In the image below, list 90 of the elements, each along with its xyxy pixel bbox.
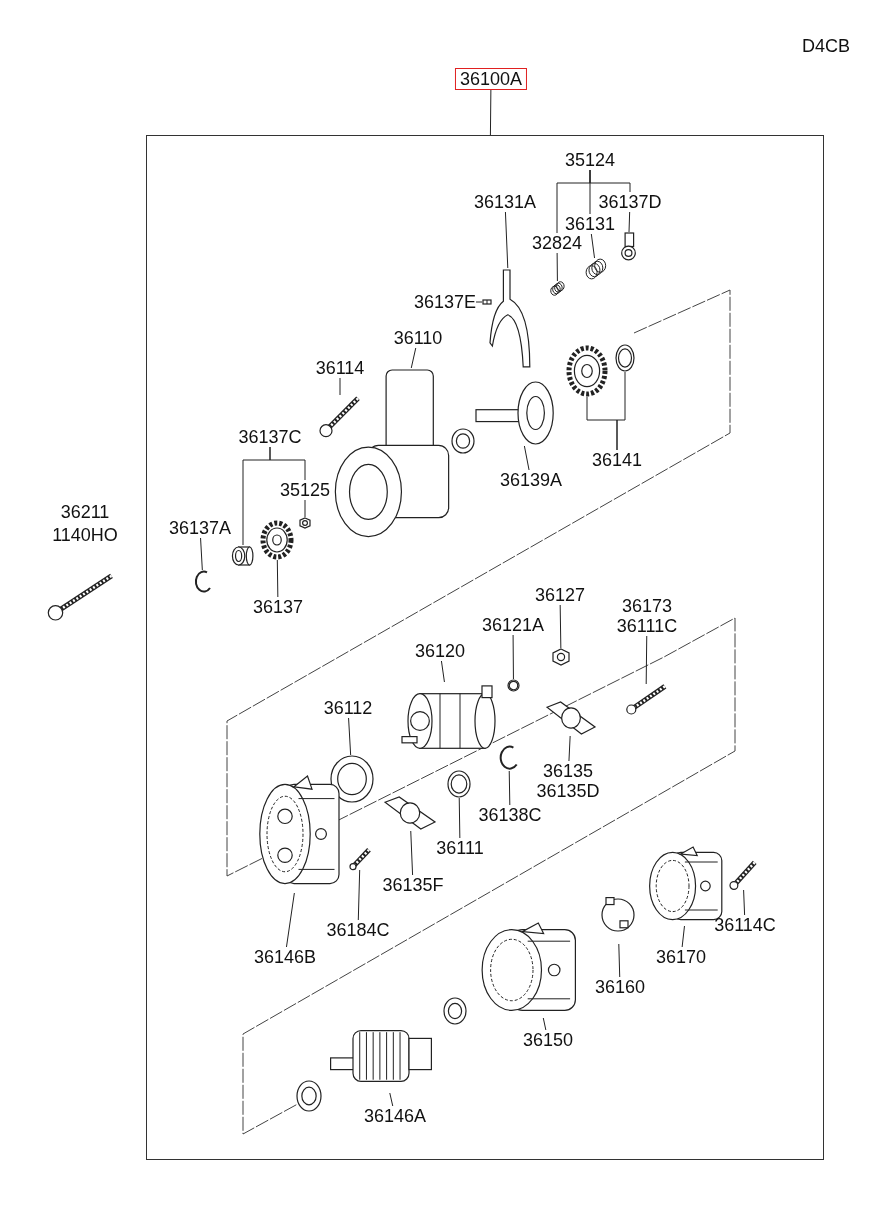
part-number: 36120 [414, 641, 466, 661]
part-number: 36137E [413, 292, 477, 312]
part-number: 36146A [363, 1106, 427, 1126]
collar-drawing [232, 545, 254, 567]
part-number: 36111 [436, 838, 484, 858]
leader-line [523, 445, 530, 471]
leader-line [475, 301, 483, 303]
nut-drawing [299, 517, 311, 529]
leader-line [681, 925, 685, 948]
part-number: 36160 [594, 977, 646, 997]
leader-line [357, 869, 361, 921]
part-number: 36137C [238, 427, 302, 447]
leader-line [568, 735, 571, 762]
part-number: 1140HO [52, 525, 118, 545]
leader-line [556, 252, 558, 282]
part-number: 36131 [564, 214, 616, 234]
leader-line [410, 830, 414, 876]
leader-line [489, 89, 492, 136]
part-number: 36114C [714, 915, 776, 935]
leader-line [504, 211, 509, 269]
part-number: 36135D [536, 781, 600, 801]
bolt-drawing [625, 684, 667, 714]
frame-border [146, 135, 824, 1160]
part-number: 36150 [522, 1030, 574, 1050]
part-number: 36170 [655, 947, 707, 967]
leader-line [269, 446, 306, 481]
leader-line [458, 797, 461, 839]
leader-line [590, 233, 596, 259]
part-number: 36137 [252, 597, 304, 617]
leader-line [285, 892, 295, 948]
leader-line [200, 537, 203, 571]
leader-line [559, 604, 562, 649]
part-number: 36137A [168, 518, 232, 538]
bolt-drawing [320, 395, 360, 437]
gear-drawing [260, 520, 294, 560]
part-number: 36121A [481, 615, 545, 635]
leader-line [276, 559, 279, 598]
leader-line [440, 660, 445, 683]
part-number: 36135 [541, 761, 595, 781]
leader-line [512, 634, 514, 680]
leader-line [616, 371, 626, 451]
part-number: 36114 [315, 358, 365, 378]
part-number: 36211 [60, 502, 110, 522]
part-number: 36111C [616, 616, 678, 636]
part-number: 36173 [620, 596, 673, 616]
leader-line [743, 889, 746, 916]
part-number: 36141 [591, 450, 643, 470]
snap-ring-drawing [193, 570, 213, 594]
ring-drawing [330, 755, 374, 803]
part-number: 36137D [598, 192, 662, 212]
part-number: 36112 [323, 698, 373, 718]
ring-drawing [447, 770, 471, 798]
nut-drawing [552, 648, 570, 666]
part-number: 36139A [499, 470, 563, 490]
part-number: D4CB [802, 36, 850, 56]
leader-line [410, 347, 417, 369]
part-number: 36127 [534, 585, 586, 605]
part-number: 36138C [478, 805, 542, 825]
ring-drawing [507, 679, 520, 692]
bolt-drawing [350, 848, 370, 870]
spring-drawing [585, 258, 607, 280]
snap-ring-drawing [498, 745, 520, 771]
part-number: 32824 [531, 233, 583, 253]
gear-drawing [566, 345, 608, 397]
leader-line [348, 717, 352, 756]
leader-line [304, 499, 306, 518]
part-number: 35124 [564, 150, 616, 170]
gasket-plate-drawing [383, 795, 437, 831]
leader-line [618, 943, 621, 978]
spring-drawing [550, 281, 565, 296]
part-number: 36184C [326, 920, 390, 940]
pin-drawing [482, 297, 492, 307]
part-number: 36146B [253, 947, 317, 967]
part-number: 36110 [393, 328, 443, 348]
leader-line [389, 1092, 394, 1107]
bolt-drawing [730, 860, 756, 890]
callout-box [454, 68, 528, 90]
leader-line [542, 1017, 547, 1031]
part-number: 36131A [473, 192, 537, 212]
part-number: 35125 [279, 480, 331, 500]
leader-line [508, 770, 511, 806]
ring-drawing [615, 344, 635, 372]
leader-line [589, 169, 631, 193]
leader-line [339, 377, 341, 396]
part-number: 36100A [459, 69, 523, 89]
leader-line [645, 635, 648, 685]
clip-drawing [620, 232, 637, 262]
leader-line [628, 211, 631, 233]
gasket-plate-drawing [545, 700, 597, 736]
part-number: 36135F [382, 875, 444, 895]
